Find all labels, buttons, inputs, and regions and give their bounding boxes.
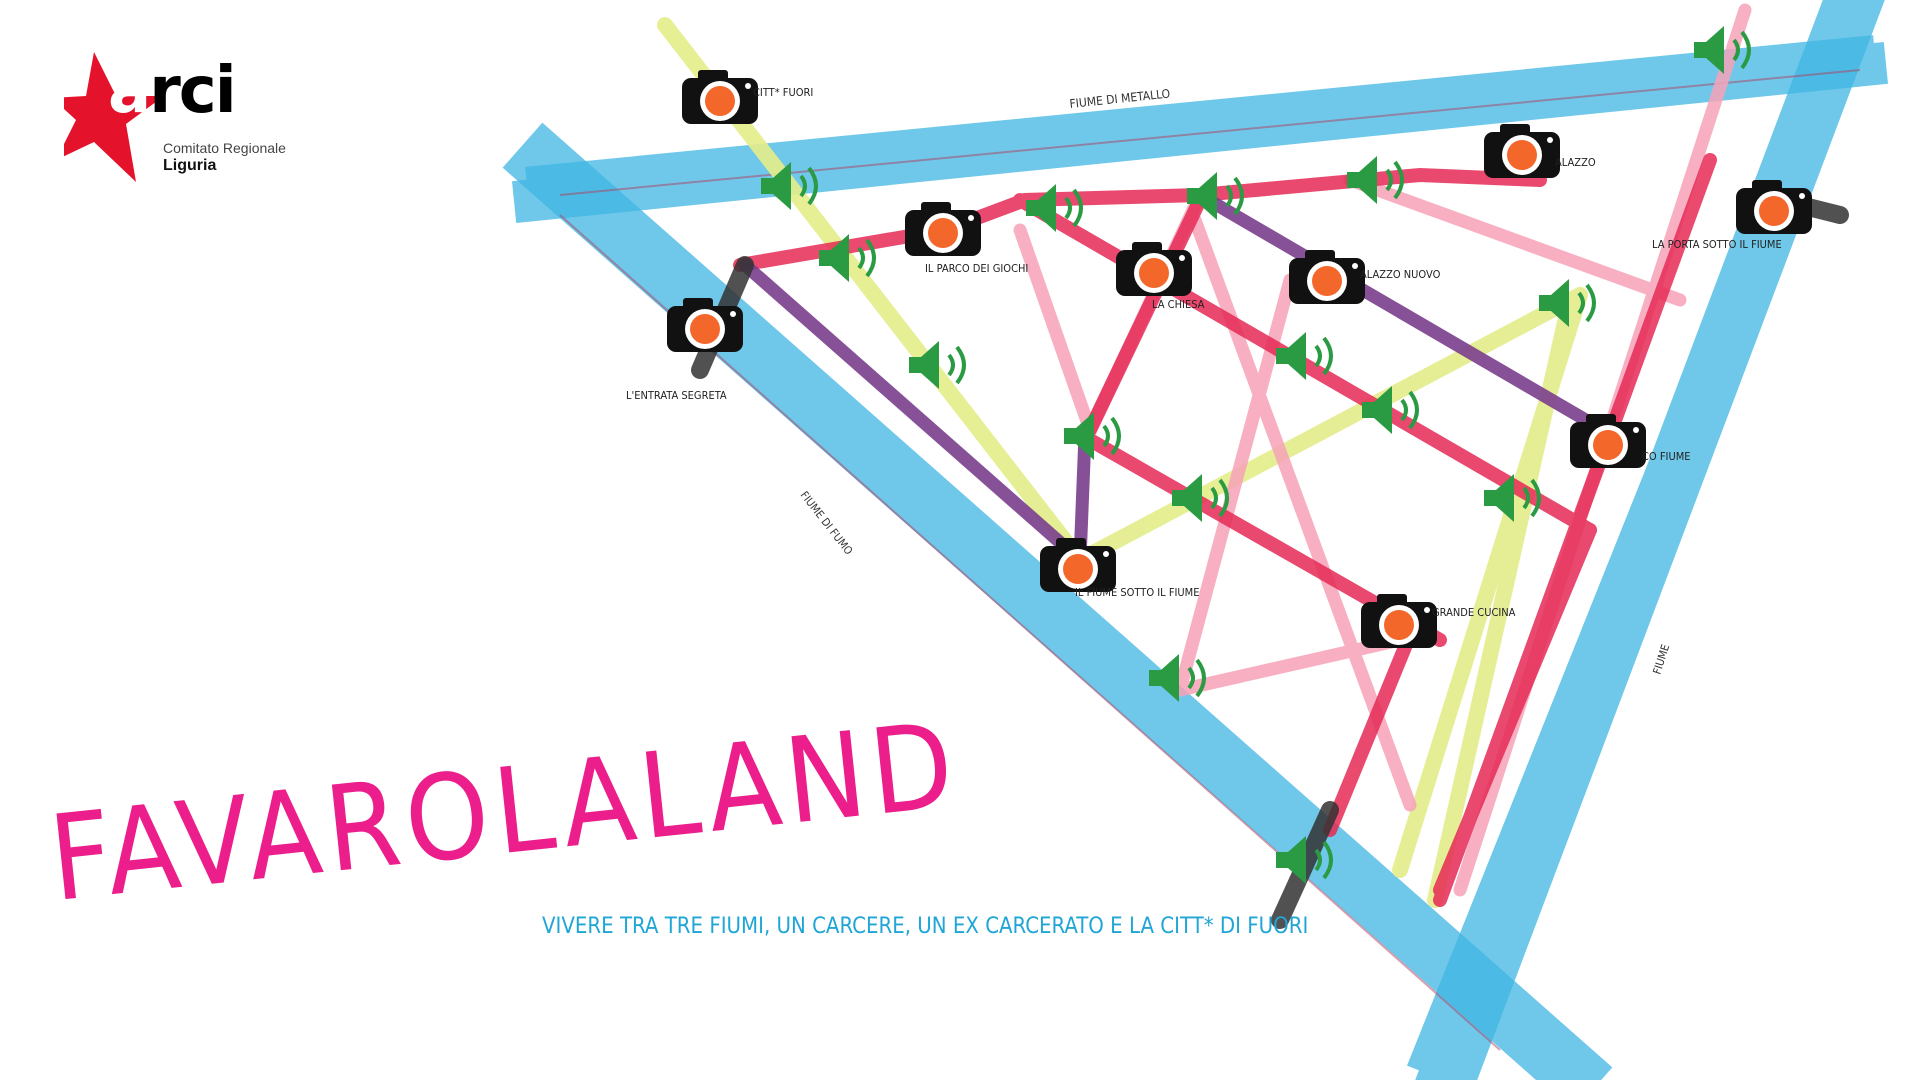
place-grande-cucina[interactable]: GRANDE CUCINA [1361,594,1516,648]
camera-icon[interactable] [1116,242,1192,296]
place-label: LA PORTA SOTTO IL FIUME [1652,238,1782,251]
camera-icon[interactable] [1289,250,1365,304]
place-label: ALAZZO [1555,156,1596,169]
place-entrata-segreta[interactable]: L'ENTRATA SEGRETA [626,298,743,402]
camera-icon[interactable] [1570,414,1646,468]
logo-subtitle: Comitato Regionale [163,140,286,156]
river-label-fumo: FIUME DI FUMO [798,489,856,558]
place-parco-fiume[interactable]: CO FIUME [1570,414,1691,468]
place-label: L'ENTRATA SEGRETA [626,389,727,402]
page-subtitle: VIVERE TRA TRE FIUMI, UN CARCERE, UN EX … [542,914,1309,939]
speaker-icon[interactable] [1062,410,1121,462]
place-label: CO FIUME [1642,450,1691,463]
camera-icon[interactable] [682,70,758,124]
river-label-fiume: FIUME [1650,643,1672,676]
place-label: CITT* FUORI [753,86,813,99]
camera-icon[interactable] [1484,124,1560,178]
camera-icon[interactable] [905,202,981,256]
place-label: IL FIUME SOTTO IL FIUME [1075,586,1199,599]
logo-word: arci [108,54,237,128]
place-palazzo[interactable]: ALAZZO [1484,124,1596,178]
logo-word-a: a [108,54,151,128]
place-label: IL PARCO DEI GIOCHI [925,262,1028,275]
star-icon [64,52,164,182]
place-porta-sotto[interactable]: LA PORTA SOTTO IL FIUME [1652,180,1812,251]
place-chiesa[interactable]: LA CHIESA [1116,242,1205,311]
place-fiume-sotto[interactable]: IL FIUME SOTTO IL FIUME [1040,538,1199,599]
logo-region: Liguria [163,157,217,174]
camera-icon[interactable] [667,298,743,352]
arci-logo[interactable] [64,50,304,190]
camera-icon[interactable] [1736,180,1812,234]
place-label: LA CHIESA [1152,298,1205,311]
place-citta-fuori[interactable]: CITT* FUORI [682,70,813,124]
speaker-icon[interactable] [1274,330,1333,382]
logo-word-rest: rci [149,54,236,128]
place-parco-giochi[interactable]: IL PARCO DEI GIOCHI [905,202,1028,275]
speaker-icon[interactable] [1360,384,1419,436]
place-label: ALAZZO NUOVO [1360,268,1441,281]
camera-icon[interactable] [1361,594,1437,648]
place-palazzo-nuovo[interactable]: ALAZZO NUOVO [1289,250,1441,304]
place-label: GRANDE CUCINA [1432,606,1516,619]
camera-icon[interactable] [1040,538,1116,592]
speaker-icon[interactable] [1024,182,1083,234]
